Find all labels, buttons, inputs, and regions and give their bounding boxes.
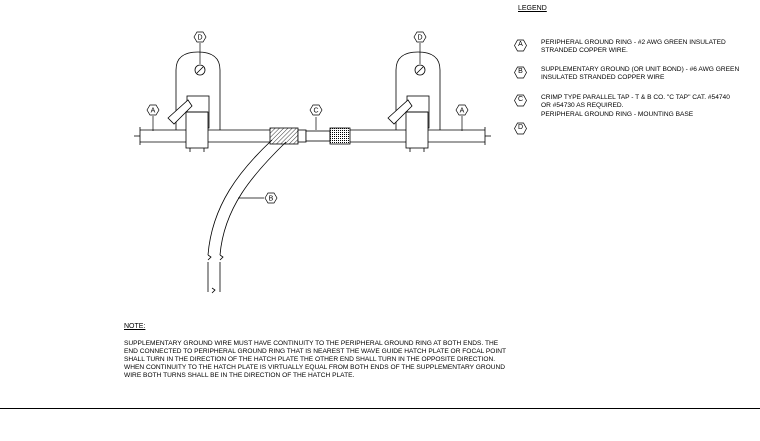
- callout-d-left: D: [193, 31, 207, 43]
- callout-a-right-label: A: [460, 108, 465, 115]
- callout-a-right: A: [455, 104, 469, 116]
- mounting-base-left: [167, 51, 221, 152]
- legend-title: LEGEND: [518, 5, 547, 12]
- callout-c: C: [309, 104, 323, 116]
- legend-tag-b: B: [518, 68, 523, 75]
- legend-bubble-b: [514, 66, 527, 79]
- legend-tag-c: C: [517, 96, 524, 103]
- bottom-rule: [0, 408, 760, 409]
- legend-bubble-d: [514, 122, 527, 135]
- legend-text-d: PERIPHERAL GROUND RING - MOUNTING BASE: [541, 111, 694, 118]
- mounting-base-right: [387, 51, 441, 152]
- legend-text-b: SUPPLEMENTARY GROUND (OR UNIT BOND) - #6…: [541, 66, 740, 81]
- callout-a-left-label: A: [151, 108, 156, 115]
- legend-tag-a: A: [518, 41, 523, 48]
- crimp-tap: [269, 127, 351, 145]
- note-body: SUPPLEMENTARY GROUND WIRE MUST HAVE CONT…: [124, 340, 507, 379]
- callout-b-label: B: [269, 196, 274, 203]
- legend-tag-d: D: [517, 124, 524, 131]
- legend-bubble-c: [514, 94, 527, 107]
- note-title: NOTE:: [124, 323, 146, 330]
- legend-text-c: CRIMP TYPE PARALLEL TAP - T & B CO. "C T…: [541, 94, 730, 109]
- legend-bubble-a: [514, 39, 527, 52]
- supplementary-ground-wire: [207, 139, 287, 294]
- leader-lines: [152, 43, 463, 199]
- callout-d-left-label: D: [197, 35, 202, 42]
- callout-d-right: D: [413, 31, 427, 43]
- callout-a-left: A: [146, 104, 160, 116]
- callout-b: B: [264, 192, 278, 204]
- callout-d-right-label: D: [417, 35, 422, 42]
- callout-c-label: C: [313, 108, 318, 115]
- legend-text-a: PERIPHERAL GROUND RING - #2 AWG GREEN IN…: [541, 39, 726, 54]
